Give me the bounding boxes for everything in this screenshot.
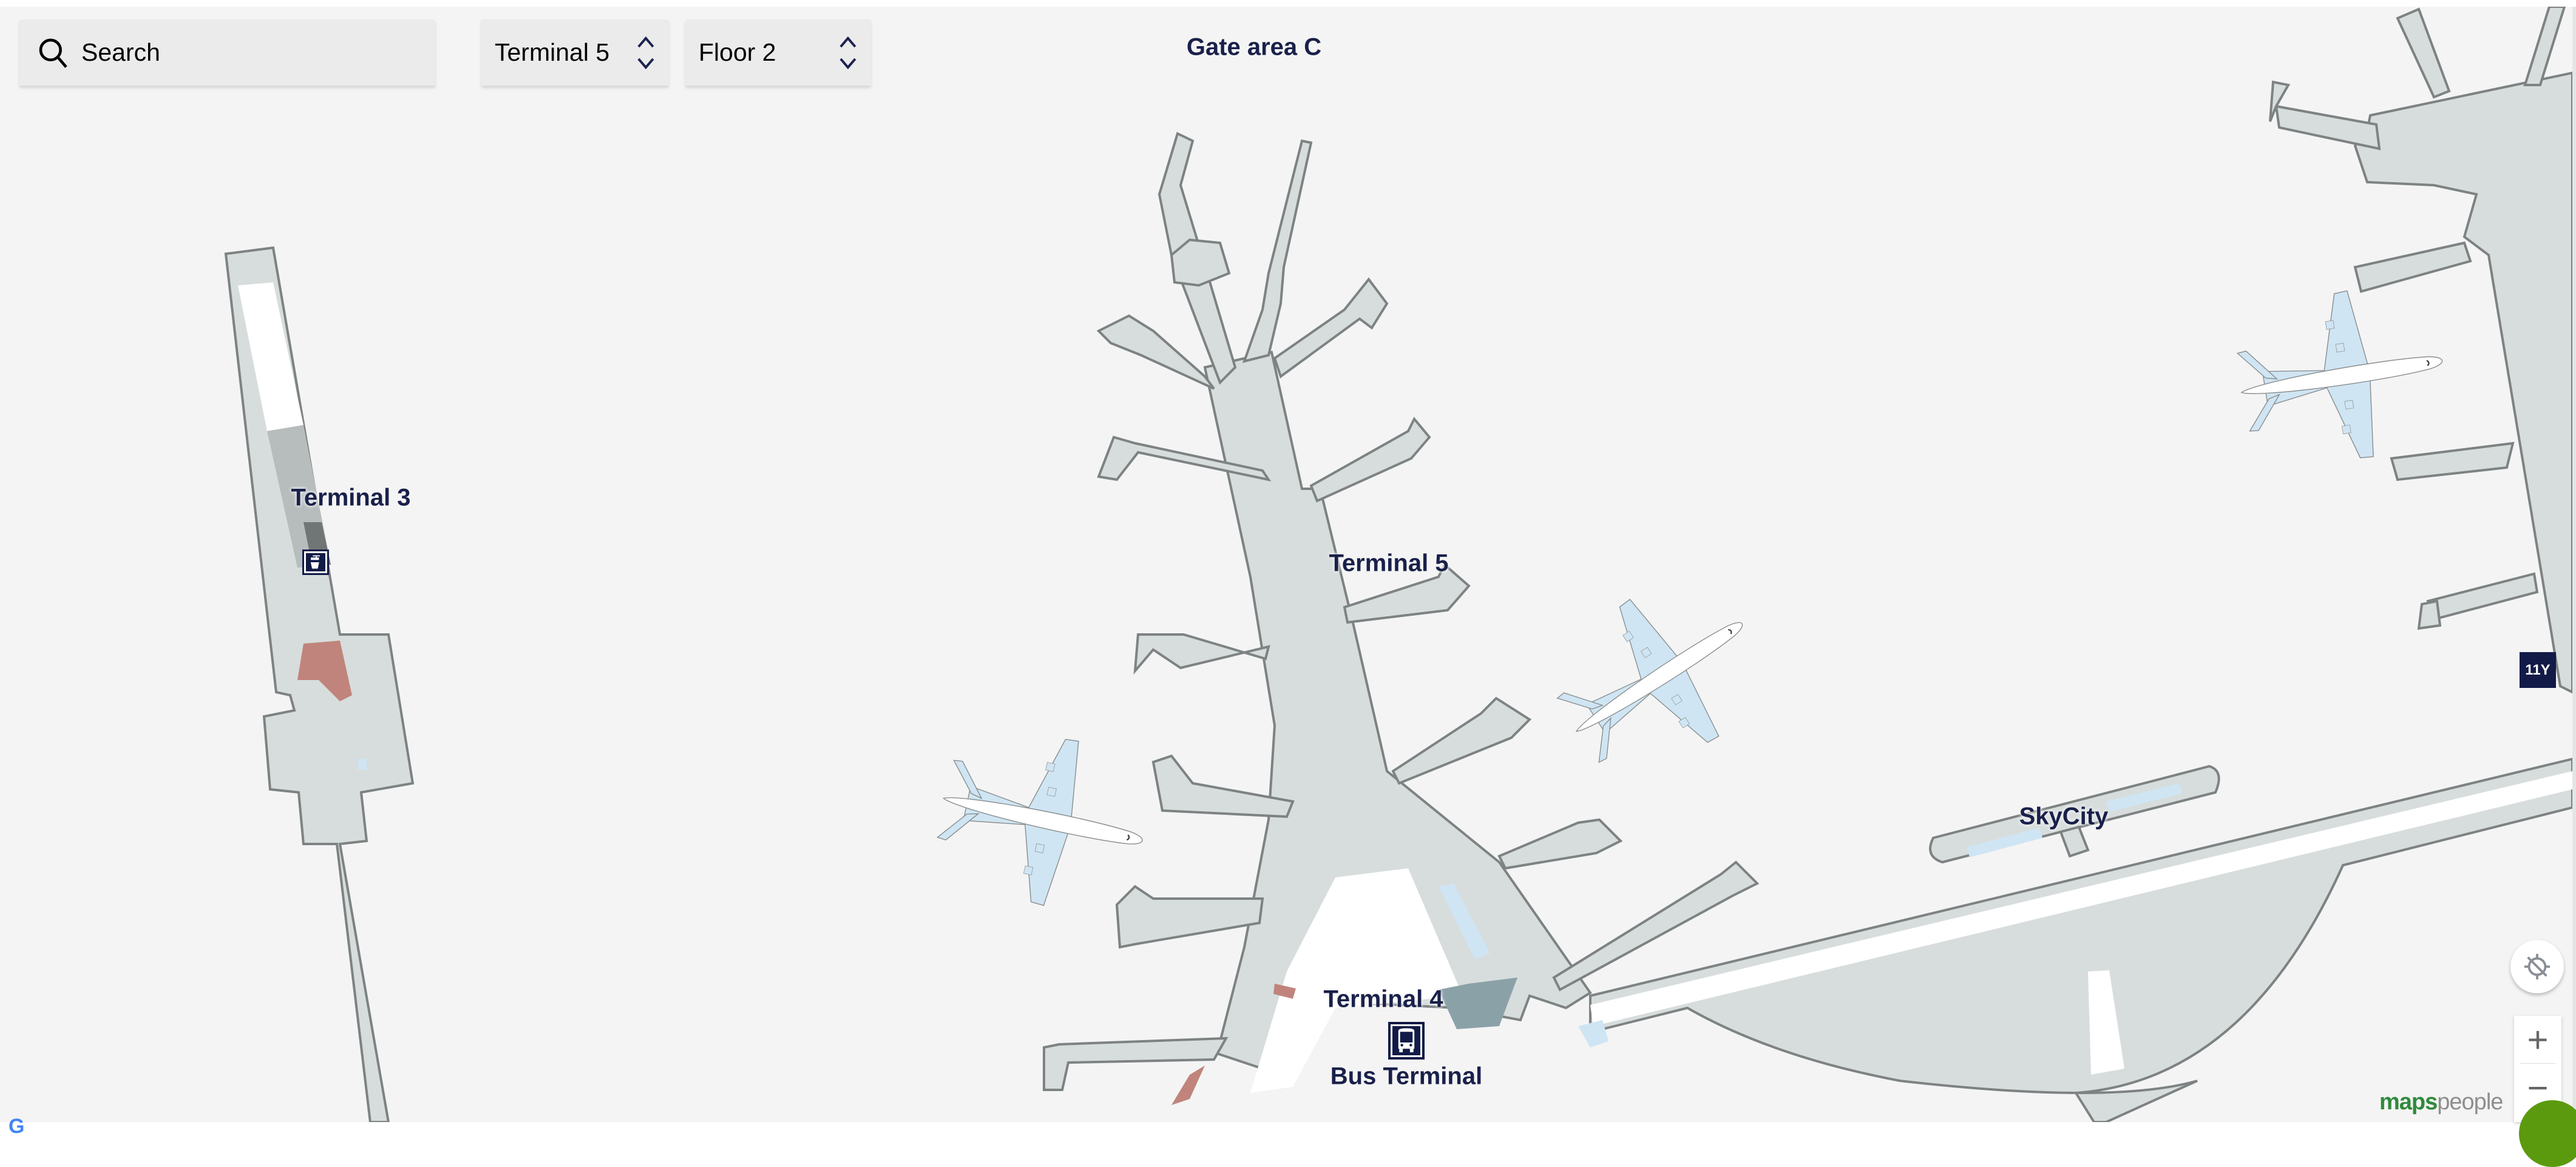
terminal-5-building	[1043, 132, 1760, 1105]
search-icon	[39, 38, 67, 68]
gate-badge-11y[interactable]: 11Y	[2520, 652, 2556, 688]
brand-maps: maps	[2379, 1089, 2438, 1115]
label-bus-terminal[interactable]: Bus Terminal	[1330, 1063, 1483, 1090]
label-terminal-3[interactable]: Terminal 3	[291, 484, 411, 511]
map-edge	[2572, 7, 2576, 1122]
east-terminal-building	[2269, 7, 2572, 694]
label-terminal-4[interactable]: Terminal 4	[1323, 985, 1443, 1013]
venue-selector-value: Terminal 5	[495, 38, 610, 66]
location-disabled-icon	[2524, 953, 2551, 980]
skycity-building	[1929, 764, 2220, 864]
bus-icon	[1398, 1028, 1415, 1053]
floor-selector[interactable]: Floor 2	[685, 19, 871, 86]
brand-people: people	[2437, 1089, 2503, 1115]
label-terminal-5[interactable]: Terminal 5	[1329, 549, 1449, 577]
poi-bus-stop[interactable]	[1388, 1022, 1425, 1060]
water-tap-icon	[310, 555, 320, 569]
zoom-in-button[interactable]: +	[2527, 1019, 2549, 1060]
label-skycity[interactable]: SkyCity	[2019, 803, 2109, 830]
search-placeholder: Search	[81, 38, 160, 66]
poi-frame	[304, 551, 327, 573]
airplanes	[925, 277, 2456, 924]
map-floorplan	[224, 7, 2572, 1122]
poi-water-fountain[interactable]	[302, 549, 329, 575]
search-input[interactable]: Search	[19, 19, 435, 86]
my-location-button[interactable]	[2510, 940, 2564, 993]
label-gate-area-c[interactable]: Gate area C	[1186, 33, 1322, 61]
terminal-2-concourse	[1578, 757, 2572, 1122]
mapspeople-logo[interactable]: mapspeople	[2379, 1089, 2503, 1115]
help-chat-button[interactable]	[2519, 1100, 2576, 1167]
chevron-up-down-icon	[637, 36, 654, 69]
poi-frame	[1391, 1024, 1422, 1057]
venue-selector[interactable]: Terminal 5	[481, 19, 669, 86]
zoom-divider	[2520, 1063, 2555, 1064]
floor-selector-value: Floor 2	[699, 38, 776, 66]
terminal-3-building	[224, 246, 415, 1122]
map-canvas[interactable]	[0, 7, 2572, 1122]
google-logo[interactable]: G	[8, 1115, 25, 1138]
chevron-up-down-icon	[839, 36, 856, 69]
